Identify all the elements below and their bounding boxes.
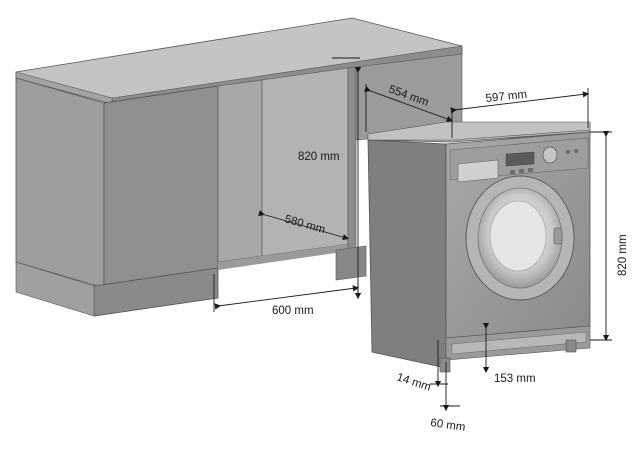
button-icon (565, 149, 571, 155)
program-knob (542, 146, 558, 164)
machine-side (367, 139, 447, 369)
label-cabinet-height: 820 mm (298, 151, 340, 163)
cabinet-right-plinth (335, 245, 367, 281)
cabinet-left-side (15, 77, 105, 289)
machine-foot (439, 357, 451, 373)
washing-machine (367, 121, 591, 373)
label-plinth-153: 153 mm (494, 373, 536, 385)
label-appliance-width: 597 mm (485, 89, 528, 105)
button-icon (573, 148, 579, 154)
button-icon (519, 169, 524, 173)
cabinet-plinth-left-side (15, 261, 95, 317)
dimension-lines (213, 57, 612, 412)
button-icon (528, 168, 533, 172)
niche-floor (218, 244, 356, 270)
niche-back-wall (217, 79, 263, 263)
label-cabinet-width: 600 mm (272, 305, 314, 317)
label-adjust-14: 14 mm (395, 371, 432, 393)
door-inner (489, 200, 547, 272)
door-handle (553, 227, 563, 245)
display-window (505, 151, 535, 167)
detergent-drawer (457, 159, 499, 183)
label-plinth-60: 60 mm (430, 417, 466, 434)
button-icon (510, 170, 515, 174)
cabinet-right-front (347, 66, 357, 279)
machine-foot (565, 339, 577, 353)
cabinet-left-front (103, 85, 219, 289)
label-appliance-height: 820 mm (617, 234, 629, 276)
